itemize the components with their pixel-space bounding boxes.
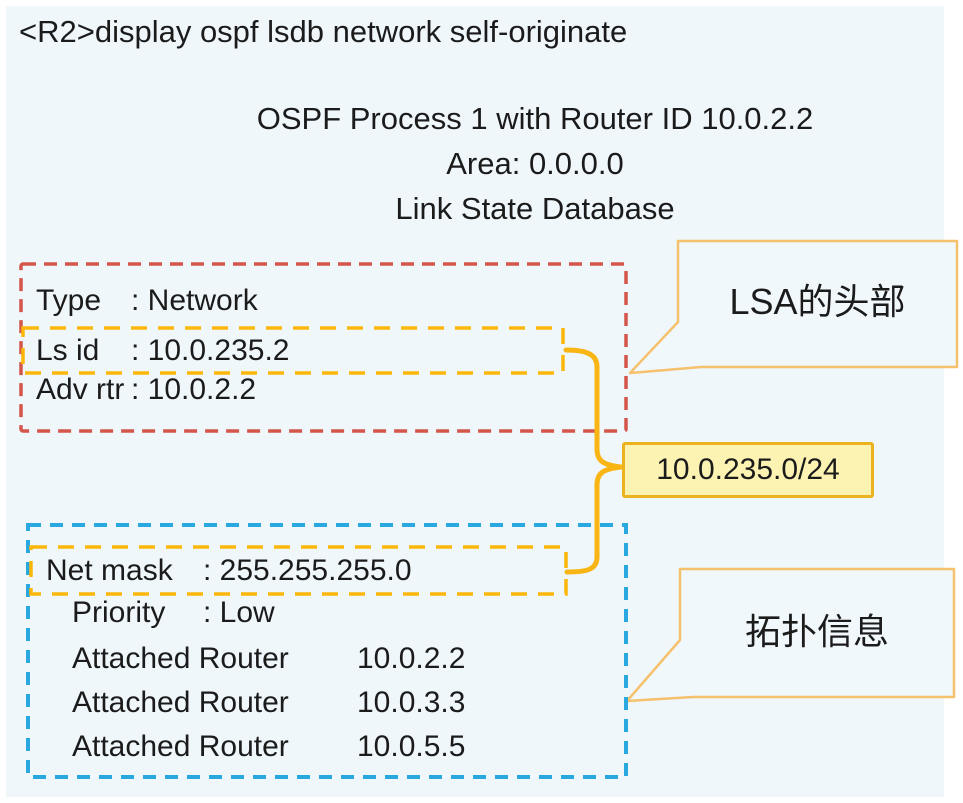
field-value: 10.0.5.5 xyxy=(357,730,466,763)
lsa-row-type: Type : Network xyxy=(36,278,258,323)
field-label: Attached Router xyxy=(72,730,289,763)
field-value: : 255.255.255.0 xyxy=(203,554,412,587)
topology-row-attached-2: Attached Router 10.0.3.3 xyxy=(72,680,465,725)
field-label: Attached Router xyxy=(72,686,289,719)
terminal-command: <R2>display ospf lsdb network self-origi… xyxy=(19,14,628,49)
field-value: 10.0.2.2 xyxy=(357,642,466,675)
ospf-database-line: Link State Database xyxy=(395,191,675,226)
lsa-row-lsid: Ls id : 10.0.235.2 xyxy=(36,328,289,373)
ospf-area-line: Area: 0.0.0.0 xyxy=(446,146,624,181)
topology-row-attached-3: Attached Router 10.0.5.5 xyxy=(72,724,465,769)
field-label: Adv rtr xyxy=(36,373,125,406)
topology-row-priority: Priority : Low xyxy=(72,590,275,635)
field-label: Priority xyxy=(72,596,166,629)
field-value: 10.0.3.3 xyxy=(357,686,466,719)
topology-callout-text: 拓扑信息 xyxy=(744,611,889,652)
field-label: Ls id xyxy=(36,334,100,367)
field-value: : 10.0.235.2 xyxy=(131,334,290,367)
field-value: : 10.0.2.2 xyxy=(131,373,257,406)
field-label: Net mask xyxy=(46,554,173,587)
topology-row-attached-1: Attached Router 10.0.2.2 xyxy=(72,636,465,681)
topology-row-netmask: Net mask : 255.255.255.0 xyxy=(46,548,412,593)
field-label: Type xyxy=(36,284,102,317)
field-label: Attached Router xyxy=(72,642,289,675)
lsa-row-advrtr: Adv rtr : 10.0.2.2 xyxy=(36,367,256,412)
ospf-process-line: OSPF Process 1 with Router ID 10.0.2.2 xyxy=(256,101,814,136)
field-value: : Low xyxy=(203,596,275,629)
ospf-output-header: OSPF Process 1 with Router ID 10.0.2.2 A… xyxy=(140,96,930,231)
lsa-header-callout-text: LSA的头部 xyxy=(729,281,906,322)
field-value: : Network xyxy=(131,284,258,317)
network-address-label: 10.0.235.0/24 xyxy=(622,442,874,498)
